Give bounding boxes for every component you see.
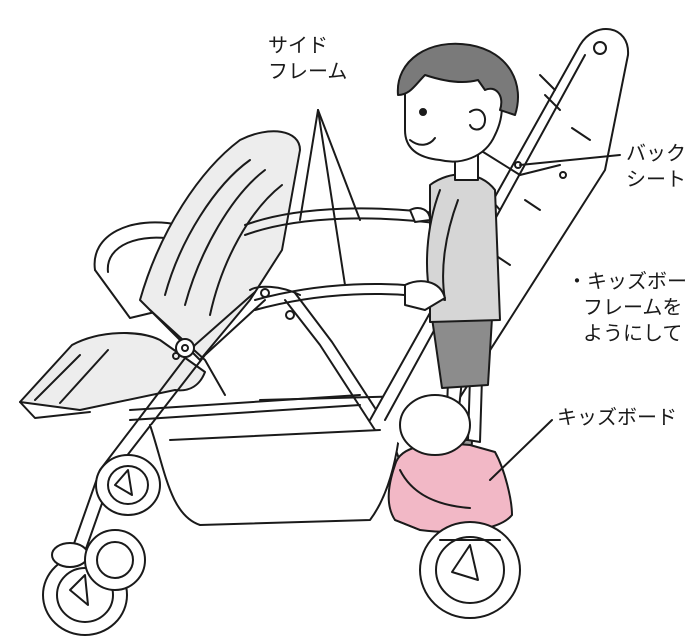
boy [396, 42, 519, 507]
front-wheel-right [84, 529, 146, 591]
note-text: ・キッズボー フレームを ようにして [567, 268, 687, 346]
kids-board-label: キッズボード [557, 405, 677, 429]
kids-board [387, 443, 513, 533]
rear-wheel-back [399, 394, 471, 456]
side-frame-label-line1: サイド [268, 33, 328, 57]
rear-wheel-left [95, 454, 161, 516]
back-seat-label-line2: シート [626, 167, 686, 191]
side-frame-label: サイド フレーム [268, 32, 347, 84]
seat-back [139, 130, 301, 396]
rear-wheel-right [419, 521, 521, 619]
back-seat-label: バック シート [626, 140, 686, 192]
note-line2: フレームを [583, 295, 683, 319]
back-seat-label-line1: バック [626, 141, 686, 165]
leader-lines [299, 109, 621, 481]
side-frame-label-line2: フレーム [268, 59, 348, 83]
note-line1: ・キッズボー [567, 269, 687, 293]
leg-rest [19, 332, 206, 419]
note-line3: ようにして [583, 321, 683, 345]
basket [129, 394, 401, 526]
